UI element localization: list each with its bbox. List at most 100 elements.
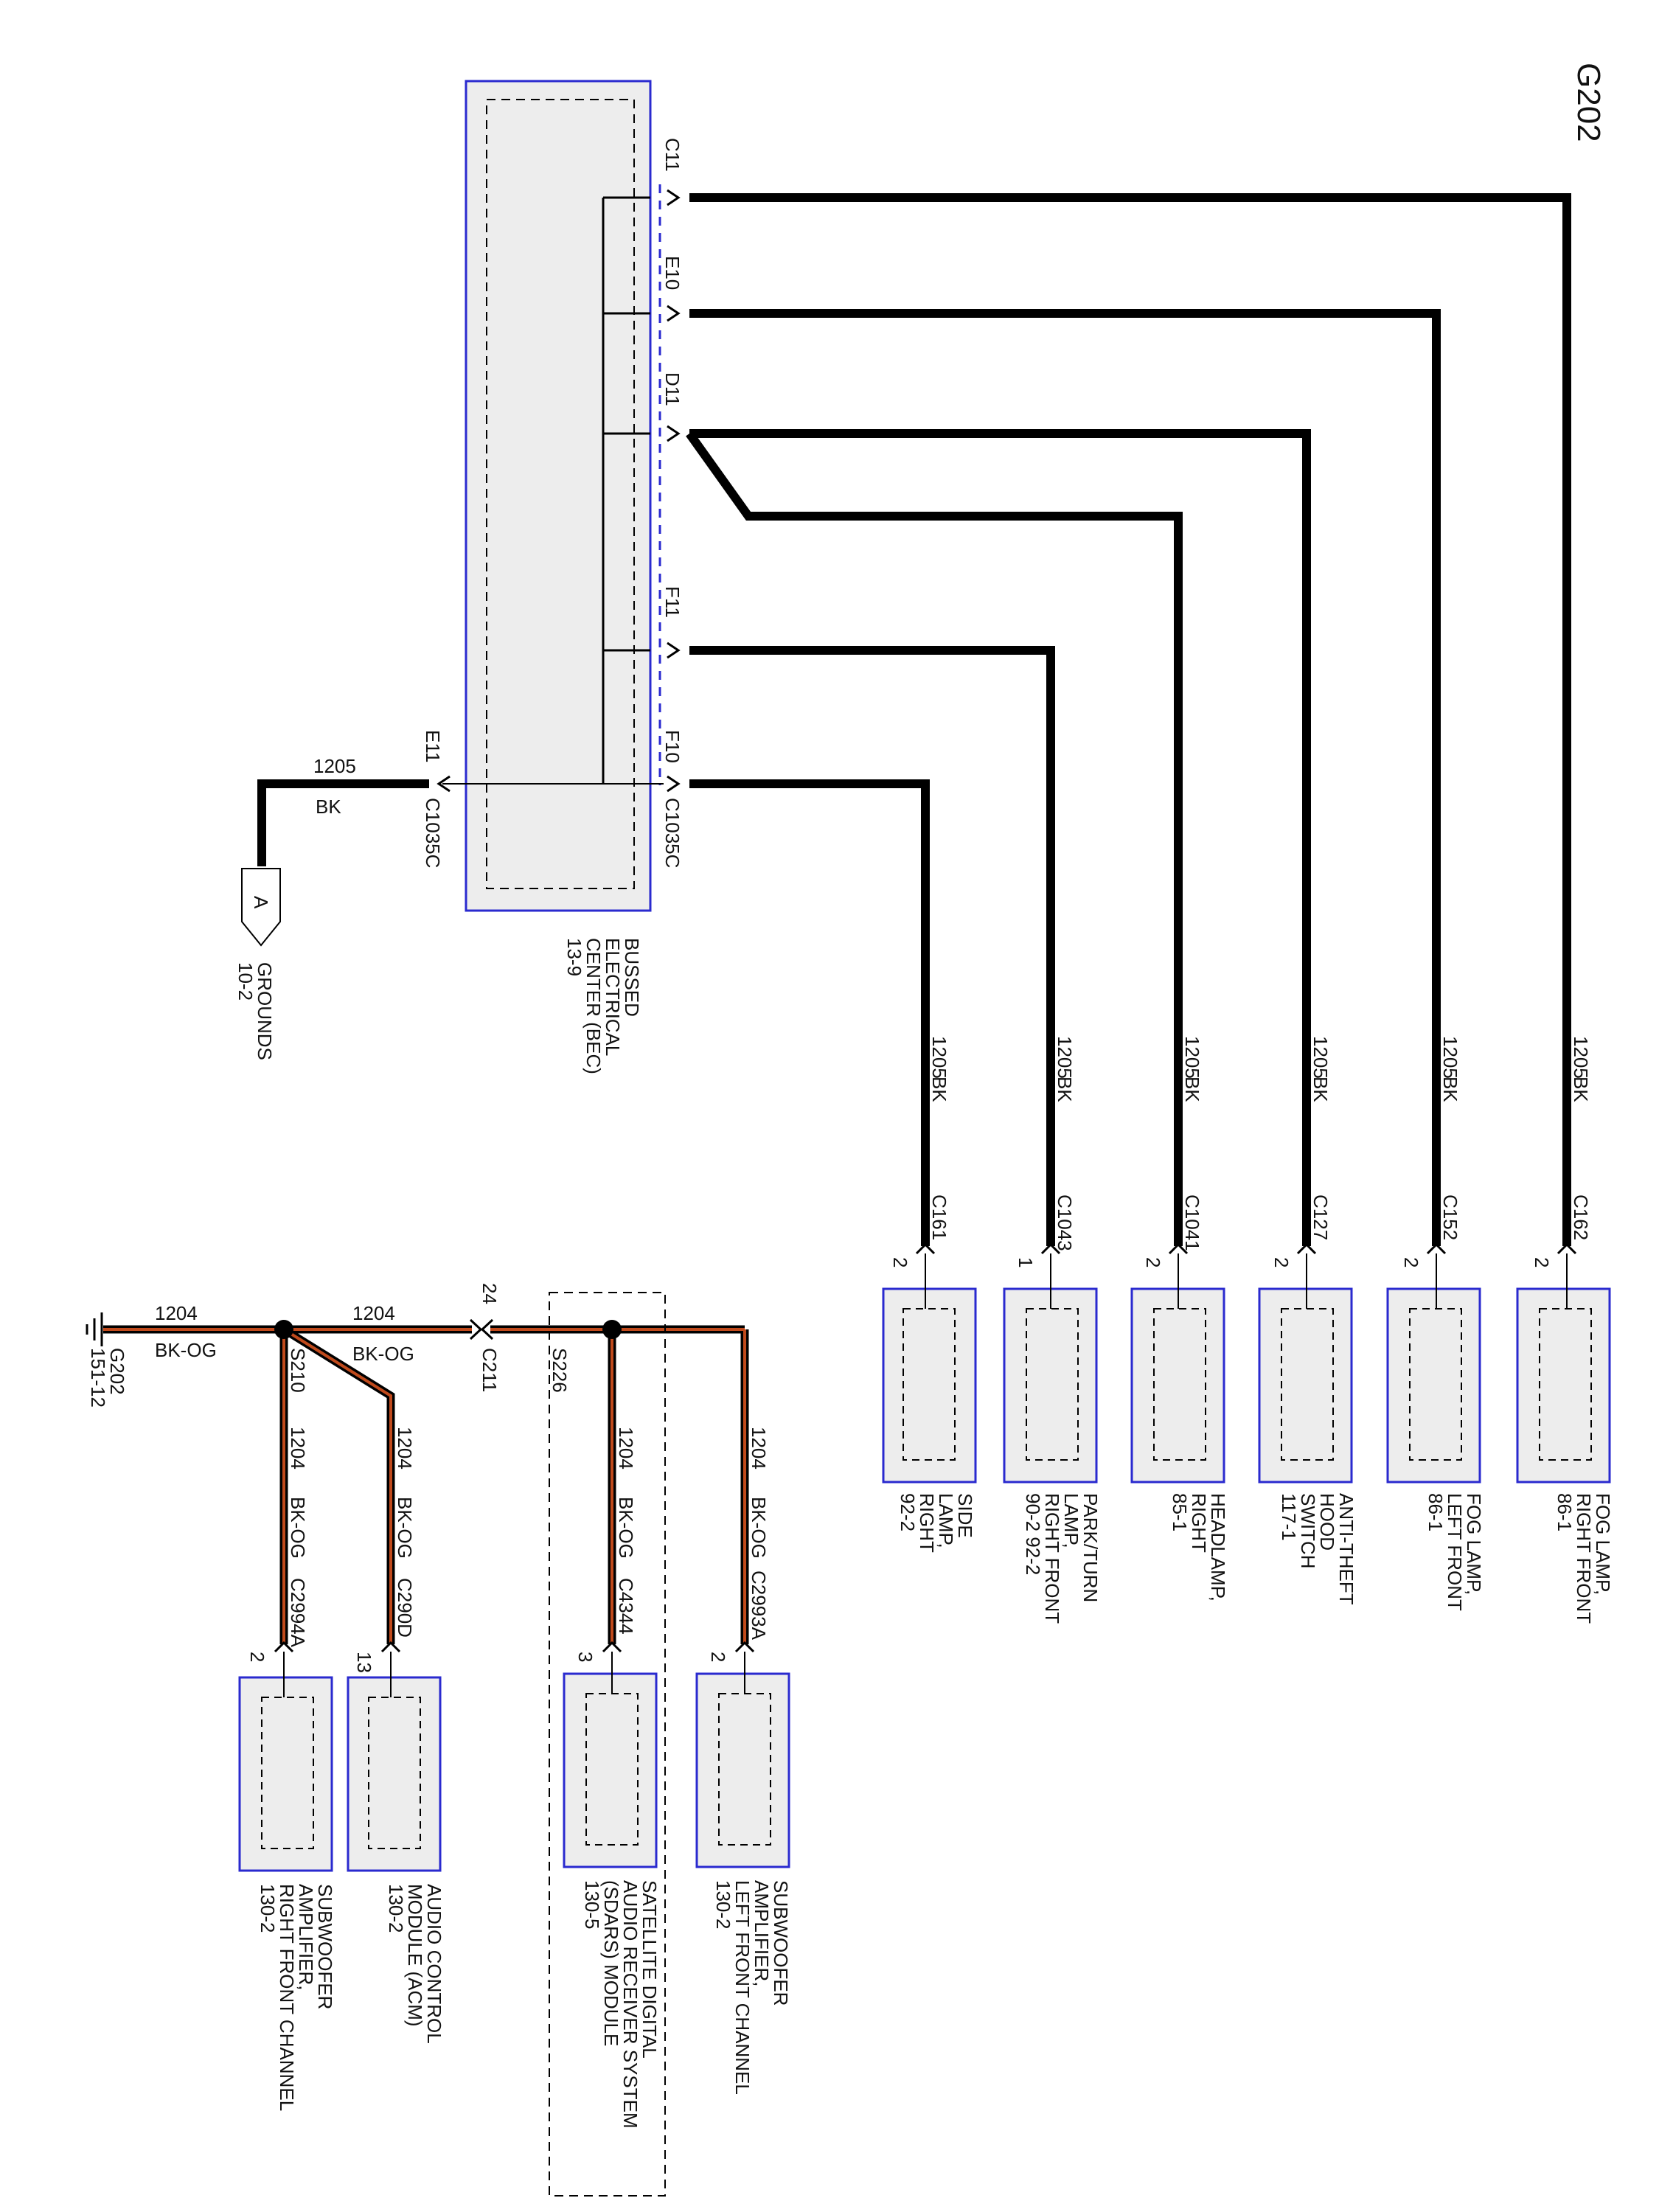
branch-label-line2: LAMP, (935, 1493, 957, 1548)
drop-pin: 3 (574, 1652, 597, 1662)
drop-label-line2: AUDIO RECEIVER SYSTEM (619, 1880, 641, 2129)
drop-wire-number: 1204 (287, 1427, 309, 1470)
bec-connector-left: C1035C (422, 798, 444, 868)
bec-label-line4: 13-9 (563, 938, 585, 976)
drop-sdars-module: 1204 BK-OG C4344 3 SATELLITE DIGITAL AUD… (563, 1427, 661, 2129)
drop-connector: C290D (394, 1578, 416, 1638)
branch-label-line1: SIDE (954, 1493, 976, 1538)
lower-ground-network: G202 151-12 1204 BK-OG 1204 BK-OG S210 S… (86, 1283, 749, 2197)
branch-connector: C127 (1310, 1194, 1332, 1240)
branch-wire-color: BK (1570, 1077, 1592, 1102)
ground-wire-number: 1205 (313, 755, 356, 777)
drop-connector: C2994A (287, 1578, 309, 1648)
branch-wire-color: BK (1310, 1077, 1332, 1102)
branch-wire-number: 1205 (1181, 1036, 1203, 1079)
drop-pin: 13 (353, 1652, 375, 1673)
branch-label-line4: 90-2 92-2 (1022, 1493, 1044, 1575)
bec-pin-c11: C11 (661, 138, 684, 172)
drop-wire-number: 1204 (394, 1427, 416, 1470)
drop-wire-number: 1204 (748, 1427, 770, 1470)
drop-label-line1: AUDIO CONTROL (423, 1884, 445, 2044)
drop-label-line3: 130-2 (385, 1884, 407, 1933)
branch-label-line3: RIGHT FRONT (1041, 1493, 1063, 1624)
bec-pin-e11: E11 (422, 730, 444, 762)
drop-audio-control-module: 1204 BK-OG C290D 13 AUDIO CONTROL MODULE… (347, 1427, 445, 2044)
drop-subwoofer-right-front: 1204 BK-OG C2994A 2 SUBWOOFER AMPLIFIER,… (238, 1427, 336, 2111)
branch-connector: C1043 (1054, 1194, 1076, 1251)
sdars-dashed-enclosure (549, 1292, 666, 2197)
ground-reference: 1205 BK A GROUNDS 10-2 (234, 755, 429, 1060)
bec-label-line2: ELECTRICAL (602, 938, 624, 1056)
branch-wire-color: BK (928, 1077, 950, 1102)
branch-label-line3: SWITCH (1297, 1493, 1319, 1569)
branch-pin: 2 (1270, 1257, 1293, 1267)
branch-label-line3: 86-1 (1425, 1493, 1447, 1531)
branch-side-lamp-right: 1205 BK C161 2 SIDE LAMP, RIGHT 92-2 (882, 1036, 977, 1553)
right-branch-wires (686, 193, 1571, 1246)
branch-label-line1: FOG LAMP, (1592, 1493, 1614, 1595)
bec-module: C11 E10 D11 F11 F10 C1035C E11 C1035C BU… (422, 80, 684, 1074)
branch-anti-theft-hood-switch: 1205 BK C127 2 ANTI-THEFT HOOD SWITCH 11… (1258, 1036, 1357, 1605)
bec-pin-e10: E10 (661, 256, 684, 290)
branch-pin: 2 (1142, 1257, 1164, 1267)
branch-label-line4: 117-1 (1278, 1493, 1300, 1541)
drop-wire-color: BK-OG (287, 1497, 309, 1559)
branch-label-line2: LAMP, (1060, 1493, 1082, 1548)
branch-pin: 2 (1531, 1257, 1553, 1267)
drop-label-line3: (SDARS) MODULE (600, 1880, 622, 2046)
ground-symbol (86, 1312, 103, 1346)
bec-label-line3: CENTER (BEC) (582, 938, 605, 1074)
branch-wire-number: 1205 (1570, 1036, 1592, 1079)
bec-pin-d11: D11 (661, 372, 684, 406)
branch-wire-color: BK (1054, 1077, 1076, 1102)
bec-label-line1: BUSSED (621, 938, 643, 1017)
branch-pin: 1 (1015, 1257, 1037, 1267)
splice-s226-dot (602, 1320, 622, 1339)
branch-pin: 2 (1400, 1257, 1422, 1267)
branch-fog-lamp-right-front: 1205 BK C162 2 FOG LAMP, RIGHT FRONT 86-… (1516, 1036, 1614, 1624)
diag-wire-color: BK-OG (352, 1343, 414, 1365)
drop-wire-color: BK-OG (615, 1497, 637, 1559)
drop-connector: C4344 (615, 1578, 637, 1635)
branch-connector: C162 (1570, 1194, 1592, 1240)
drop-connector: C2993A (748, 1571, 770, 1641)
drop-label-line2: MODULE (ACM) (404, 1884, 426, 2027)
branch-wire-color: BK (1181, 1077, 1203, 1102)
branch-pin: 2 (889, 1257, 911, 1267)
drop-label-line4: 130-2 (712, 1880, 734, 1930)
drop-pin: 2 (246, 1652, 268, 1662)
main-wire-color: BK-OG (155, 1339, 217, 1361)
drop-wire-color: BK-OG (394, 1497, 416, 1559)
main-wire-number: 1204 (155, 1302, 198, 1324)
branch-label-line1: PARK/TURN (1079, 1493, 1102, 1602)
drop-label-line1: SUBWOOFER (314, 1884, 336, 2009)
branch-headlamp-right: 1205 BK C1041 2 HEADLAMP, RIGHT 85-1 (1130, 1036, 1229, 1601)
drop-label-line4: 130-5 (581, 1880, 603, 1930)
branch-connector: C161 (928, 1194, 950, 1240)
branch-label-line3: 86-1 (1554, 1493, 1576, 1531)
inline-connector: C211 (479, 1348, 501, 1392)
branch-connector: C1041 (1181, 1194, 1203, 1251)
inline-pin: 24 (479, 1283, 501, 1304)
drop-label-line3: LEFT FRONT CHANNEL (731, 1880, 754, 2095)
branch-wire-number: 1205 (1054, 1036, 1076, 1079)
drop-label-line4: 130-2 (257, 1884, 279, 1933)
branch-wire-number: 1205 (928, 1036, 950, 1079)
drop-wire-color: BK-OG (748, 1497, 770, 1559)
inline-wire-number: 1204 (352, 1302, 395, 1324)
lower-ground-sub: 151-12 (87, 1348, 109, 1408)
branch-label-line3: 85-1 (1169, 1493, 1191, 1531)
branch-label-line1: ANTI-THEFT (1335, 1493, 1357, 1605)
branch-label-line2: LEFT FRONT (1444, 1493, 1466, 1611)
ground-wire-color: BK (316, 796, 341, 818)
lower-ground-label: G202 (106, 1348, 128, 1395)
splice-s226-label: S226 (549, 1348, 571, 1393)
drop-label-line1: SATELLITE DIGITAL (639, 1880, 661, 2059)
branch-label-line2: HOOD (1316, 1493, 1338, 1551)
splice-s210-label: S210 (287, 1348, 309, 1393)
ground-label-line2: 10-2 (234, 962, 257, 1001)
drop-label-line3: RIGHT FRONT CHANNEL (276, 1884, 298, 2111)
branch-fog-lamp-left-front: 1205 BK C152 2 FOG LAMP, LEFT FRONT 86-1 (1386, 1036, 1485, 1611)
page-title: G202 (1571, 63, 1607, 142)
branch-label-line4: 92-2 (897, 1493, 919, 1531)
